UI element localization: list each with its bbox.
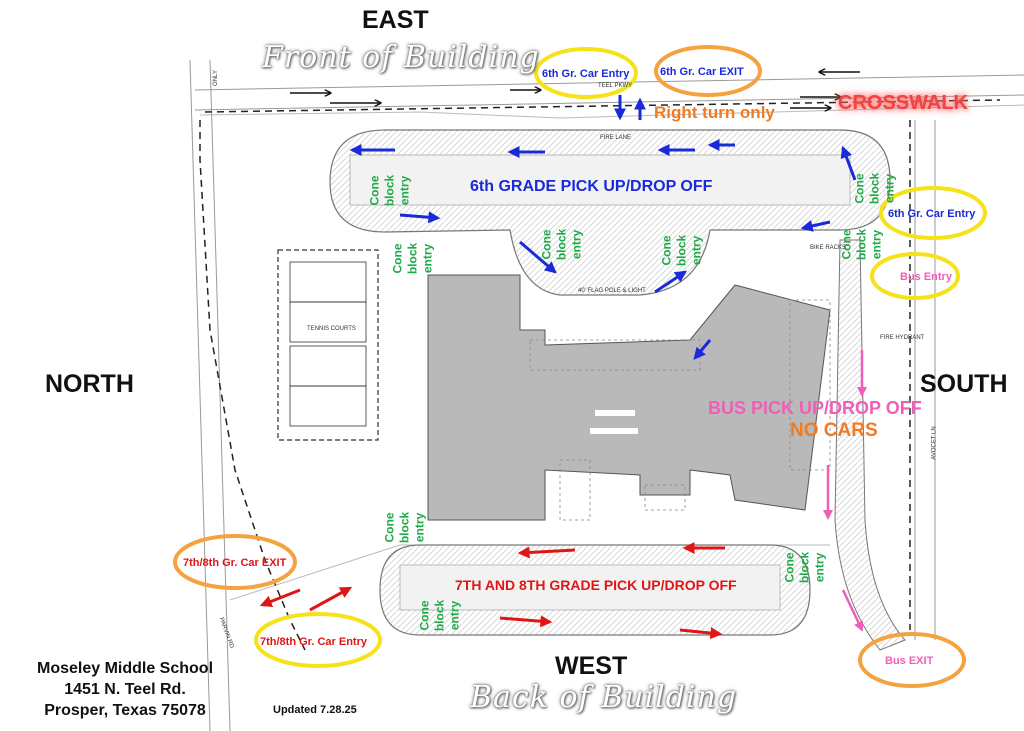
- seventh-eighth-zone-label: 7TH AND 8TH GRADE PICK UP/DROP OFF: [455, 577, 737, 593]
- school-address: Moseley Middle School 1451 N. Teel Rd. P…: [20, 658, 230, 721]
- property-line: [199, 120, 306, 651]
- sixth-entry-right-label: 6th Gr. Car Entry: [888, 208, 976, 220]
- tennis-courts-label: TENNIS COURTS: [307, 326, 356, 332]
- seventh-exit-label: 7th/8th Gr. Car EXIT: [183, 557, 287, 569]
- road-arrows: [290, 72, 860, 108]
- fire-hydrant-label: FIRE HYDRANT: [880, 335, 925, 341]
- west-label: WEST: [555, 652, 628, 680]
- bus-entry-label: Bus Entry: [900, 271, 952, 283]
- right-turn-only-label: Right turn only: [654, 103, 775, 122]
- bus-exit-label: Bus EXIT: [885, 655, 934, 667]
- bus-zone-label: BUS PICK UP/DROP OFF: [708, 398, 922, 418]
- crosswalk-label: CROSSWALK: [838, 92, 968, 114]
- avocet-ln-label: AVOCET LN: [931, 426, 938, 460]
- tennis-courts: [277, 249, 379, 441]
- sixth-entry-top-label: 6th Gr. Car Entry: [542, 68, 630, 80]
- east-label: EAST: [362, 6, 429, 34]
- seventh-grade-flow-arrows: [259, 542, 725, 640]
- only-label: ONLY: [212, 70, 219, 86]
- school-name: Moseley Middle School: [36, 660, 214, 677]
- teel-pkwy-label: TEEL PKWY: [598, 83, 633, 89]
- seventh-entry-label: 7th/8th Gr. Car Entry: [260, 636, 367, 648]
- school-city: Prosper, Texas 75078: [44, 702, 206, 719]
- walkways: [529, 299, 831, 521]
- highlight-ovals: [173, 45, 987, 688]
- back-of-building-label: Back of Building: [470, 680, 738, 715]
- sixth-grade-zone-label: 6th GRADE PICK UP/DROP OFF: [470, 178, 713, 195]
- sixth-exit-top-label: 6th Gr. Car EXIT: [660, 66, 744, 78]
- fire-lane-label: FIRE LANE: [600, 135, 632, 141]
- roads: [189, 59, 1024, 731]
- front-of-building-label: Front of Building: [262, 40, 540, 75]
- flag-pole-label: 40' FLAG POLE & LIGHT: [578, 288, 646, 294]
- no-cars-label: NO CARS: [790, 420, 878, 441]
- seventh-grade-lot: [379, 544, 811, 636]
- school-street: 1451 N. Teel Rd.: [64, 681, 186, 698]
- north-label: NORTH: [45, 370, 134, 398]
- south-label: SOUTH: [920, 370, 1008, 398]
- sixth-grade-lot: [329, 129, 891, 296]
- updated-date: Updated 7.28.25: [273, 704, 357, 716]
- bus-flow-arrows: [823, 350, 867, 632]
- bike-racks-label: BIKE RACKS: [810, 245, 847, 251]
- sixth-grade-flow-arrows: [349, 95, 857, 360]
- school-building: [427, 274, 831, 521]
- bus-lane: [834, 239, 906, 651]
